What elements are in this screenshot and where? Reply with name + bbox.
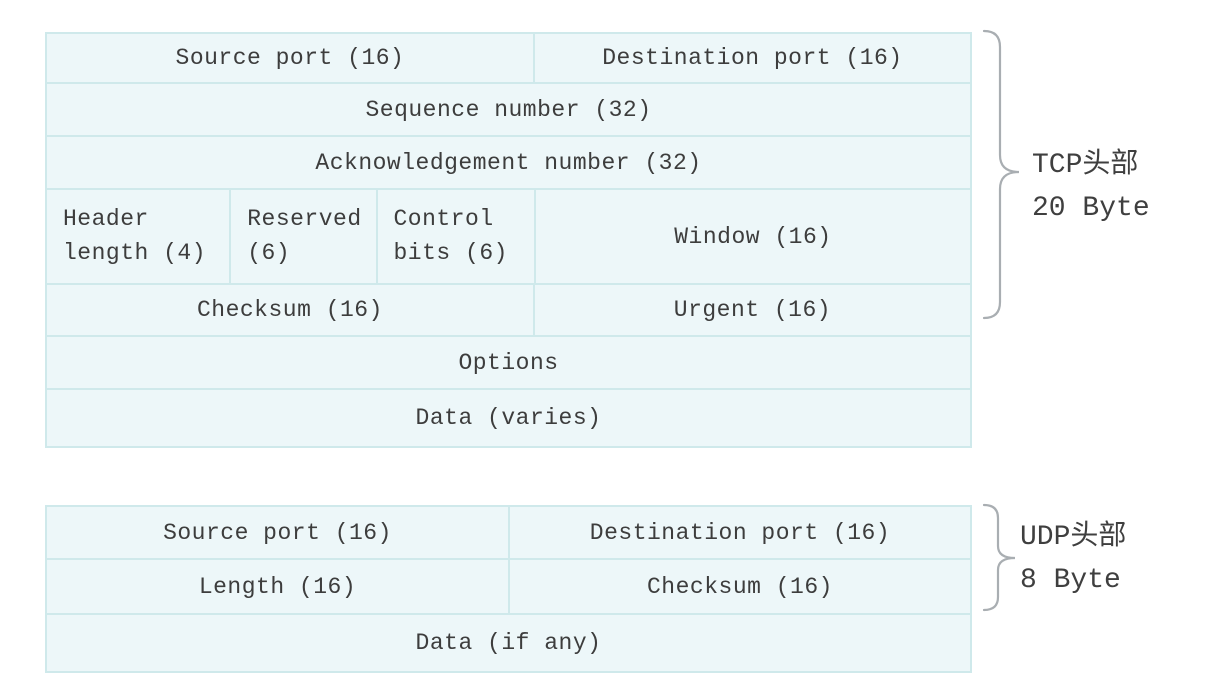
tcp-cell-destination-port: Destination port (16) (534, 34, 970, 82)
tcp-row-acknowledgement: Acknowledgement number (32) (47, 137, 970, 190)
tcp-cell-urgent: Urgent (16) (534, 285, 970, 335)
udp-cell-source-port: Source port (16) (47, 507, 510, 558)
tcp-cell-data: Data (varies) (47, 390, 970, 446)
udp-brace-label-line1: UDP头部 (1020, 522, 1127, 553)
tcp-cell-reserved: Reserved (6) (231, 190, 378, 283)
tcp-brace-label-line2: 20 Byte (1032, 193, 1150, 224)
udp-header-table: Source port (16) Destination port (16) L… (45, 505, 972, 673)
tcp-cell-window: Window (16) (535, 190, 970, 283)
udp-brace-label-line2: 8 Byte (1020, 565, 1121, 596)
tcp-cell-options: Options (47, 337, 970, 388)
udp-brace-label: UDP头部 8 Byte (1020, 516, 1126, 602)
udp-cell-checksum: Checksum (16) (509, 560, 970, 613)
tcp-cell-control-bits: Control bits (6) (377, 190, 536, 283)
tcp-cell-header-length: Header length (4) (47, 190, 232, 283)
tcp-brace-label: TCP头部 20 Byte (1032, 144, 1150, 230)
tcp-brace-icon (982, 29, 1020, 320)
tcp-row-checksum: Checksum (16) Urgent (16) (47, 285, 970, 337)
tcp-row-data: Data (varies) (47, 390, 970, 446)
udp-cell-length: Length (16) (47, 560, 510, 613)
tcp-cell-sequence-number: Sequence number (32) (47, 84, 970, 135)
udp-row-data: Data (if any) (47, 615, 970, 671)
udp-row-length-checksum: Length (16) Checksum (16) (47, 560, 970, 615)
udp-cell-data: Data (if any) (47, 615, 970, 671)
tcp-header-table: Source port (16) Destination port (16) S… (45, 32, 972, 448)
tcp-cell-checksum: Checksum (16) (47, 285, 535, 335)
tcp-cell-source-port: Source port (16) (47, 34, 535, 82)
tcp-brace-label-line1: TCP头部 (1032, 150, 1139, 181)
udp-cell-destination-port: Destination port (16) (509, 507, 970, 558)
tcp-row-flags: Header length (4) Reserved (6) Control b… (47, 190, 970, 285)
tcp-row-options: Options (47, 337, 970, 390)
tcp-row-ports: Source port (16) Destination port (16) (47, 34, 970, 84)
udp-brace-icon (982, 503, 1016, 612)
tcp-cell-acknowledgement-number: Acknowledgement number (32) (47, 137, 970, 188)
tcp-row-sequence: Sequence number (32) (47, 84, 970, 137)
udp-row-ports: Source port (16) Destination port (16) (47, 507, 970, 560)
